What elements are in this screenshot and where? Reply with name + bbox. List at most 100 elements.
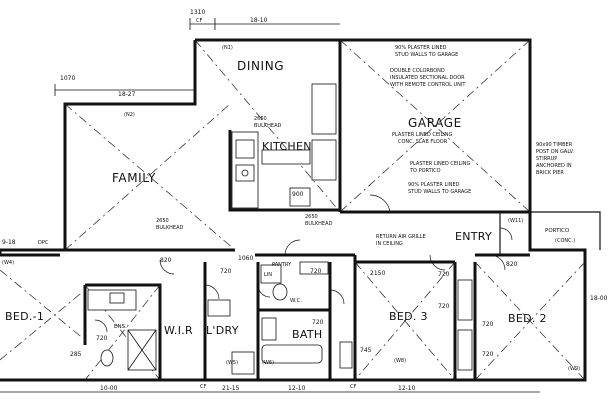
svg-text:BRICK PIER: BRICK PIER [536,170,564,176]
svg-text:ANCHORED IN: ANCHORED IN [536,163,572,169]
shower-recess [339,341,353,369]
svg-text:BULKHEAD: BULKHEAD [305,221,332,227]
pantry-box [299,261,329,275]
dim-1800: 18-00 [590,295,608,302]
code-w6: (W6) [262,360,274,366]
svg-text:BULKHEAD: BULKHEAD [156,225,183,231]
svg-text:90% PLASTER LINED: 90% PLASTER LINED [395,45,447,51]
dim-720-b: 720 [310,268,322,275]
dim-1000: 10-00 [100,385,118,392]
wc-toilet-icon [272,283,288,301]
timber-post-note: 90x90 TIMBER POST ON GALV. STIRRUP ANCHO… [536,142,574,176]
code-n2: (N2) [124,112,135,118]
room-label-kitchen: KITCHEN [262,140,312,153]
svg-text:2650: 2650 [156,218,169,224]
oven-900 [289,187,311,207]
dim-720-c: 720 [438,271,450,278]
washer-space [231,351,255,375]
dim-720-a: 720 [220,268,232,275]
dim-918: 9-18 [2,239,16,246]
room-label-wir: W.I.R [164,324,193,337]
dim-cf-2: CF [350,384,356,390]
garage-notes: 90% PLASTER LINED STUD WALLS TO GARAGE D… [390,45,471,195]
svg-text:TO PORTICO: TO PORTICO [409,168,441,174]
room-label-ldry: L'DRY [206,324,239,337]
dim-1827: 18-27 [118,91,136,98]
fridge-space [311,139,337,181]
room-label-lin: LIN [264,272,272,278]
dim-745: 745 [360,347,372,354]
svg-text:90x90 TIMBER: 90x90 TIMBER [536,142,573,148]
island-bench [261,149,311,165]
svg-text:STIRRUP: STIRRUP [536,156,557,162]
svg-text:WITH REMOTE CONTROL UNIT: WITH REMOTE CONTROL UNIT [390,82,466,88]
vanity-icon [261,317,277,341]
internal-walls [0,40,530,380]
code-n1: (N1) [222,45,233,51]
svg-text:PLASTER LINED CEILING: PLASTER LINED CEILING [410,161,471,167]
dim-820: 820 [160,257,172,264]
pantry-cupboard [311,83,337,135]
dim-285: 285 [70,351,82,358]
svg-text:PLASTER LINED CEILING: PLASTER LINED CEILING [392,132,453,138]
bulkhead-notes: 2650 BULKHEAD 2650 BULKHEAD 2650 BULKHEA… [156,116,332,231]
svg-text:90% PLASTER LINED: 90% PLASTER LINED [408,182,460,188]
code-w8: (W8) [394,358,406,364]
room-label-bed1: BED.-1 [5,310,44,323]
dimension-lines [0,18,540,393]
linen-cupboard [260,264,282,284]
room-label-family: FAMILY [112,171,156,185]
dim-720-d: 720 [438,303,450,310]
code-w4: (W4) [2,260,14,266]
dim-2150: 2150 [370,270,385,277]
svg-text:BULKHEAD: BULKHEAD [254,123,281,129]
svg-text:2650: 2650 [254,116,267,122]
dim-1060: 1060 [238,255,253,262]
toilet-icon [100,349,114,367]
svg-text:2650: 2650 [305,214,318,220]
room-label-bath: BATH [292,328,322,341]
svg-text:STUD WALLS TO GARAGE: STUD WALLS TO GARAGE [395,52,458,58]
room-label-pantry: PANTRY [272,262,292,268]
code-w9: (W9) [568,366,580,372]
portico-sub: (CONC.) [555,238,575,244]
svg-text:POST ON GALV.: POST ON GALV. [536,149,574,155]
room-label-bed3: BED. 3 [389,310,428,323]
outer-walls [0,38,601,382]
room-label-portico: PORTICO [545,228,570,234]
dim-720-h: 720 [312,319,324,326]
svg-text:CONC. SLAB FLOOR: CONC. SLAB FLOOR [398,139,448,145]
return-air-note: RETURN AIR GRILLE [376,234,426,240]
svg-text:STUD WALLS TO GARAGE: STUD WALLS TO GARAGE [408,189,471,195]
dim-1210: 12-10 [288,385,306,392]
kitchen-fixtures [231,83,337,209]
svg-text:INSULATED SECTIONAL DOOR: INSULATED SECTIONAL DOOR [390,75,465,81]
dim-720-e: 720 [482,321,494,328]
dim-720-g: 720 [96,335,108,342]
basin-icon [109,292,125,304]
wet-fixtures [87,261,473,375]
dim-cf-top: CF [196,18,202,24]
sink-icon [235,139,255,159]
bath-tub-icon [261,344,323,364]
dim-1070: 1070 [60,75,75,82]
room-label-wc: W.C. [290,298,302,304]
return-air-note-2: IN CEILING [376,241,403,247]
svg-text:DOUBLE COLORBOND: DOUBLE COLORBOND [390,68,445,74]
laundry-tub-icon [207,299,231,317]
room-label-entry: ENTRY [455,230,492,243]
dim-720-f: 720 [482,351,494,358]
robe-bed3 [457,279,473,321]
code-w11: (W11) [508,218,523,224]
room-label-bed2: BED. 2 [508,312,547,325]
code-w5: (W5) [226,360,238,366]
doors [94,194,513,333]
dim-cf-1: CF [200,384,206,390]
dim-820-b: 820 [506,261,518,268]
room-label-ens: ENS. [114,324,127,330]
room-label-garage: GARAGE [408,116,462,130]
robe-bed2 [457,329,473,371]
dim-1210-b: 12-10 [398,385,416,392]
